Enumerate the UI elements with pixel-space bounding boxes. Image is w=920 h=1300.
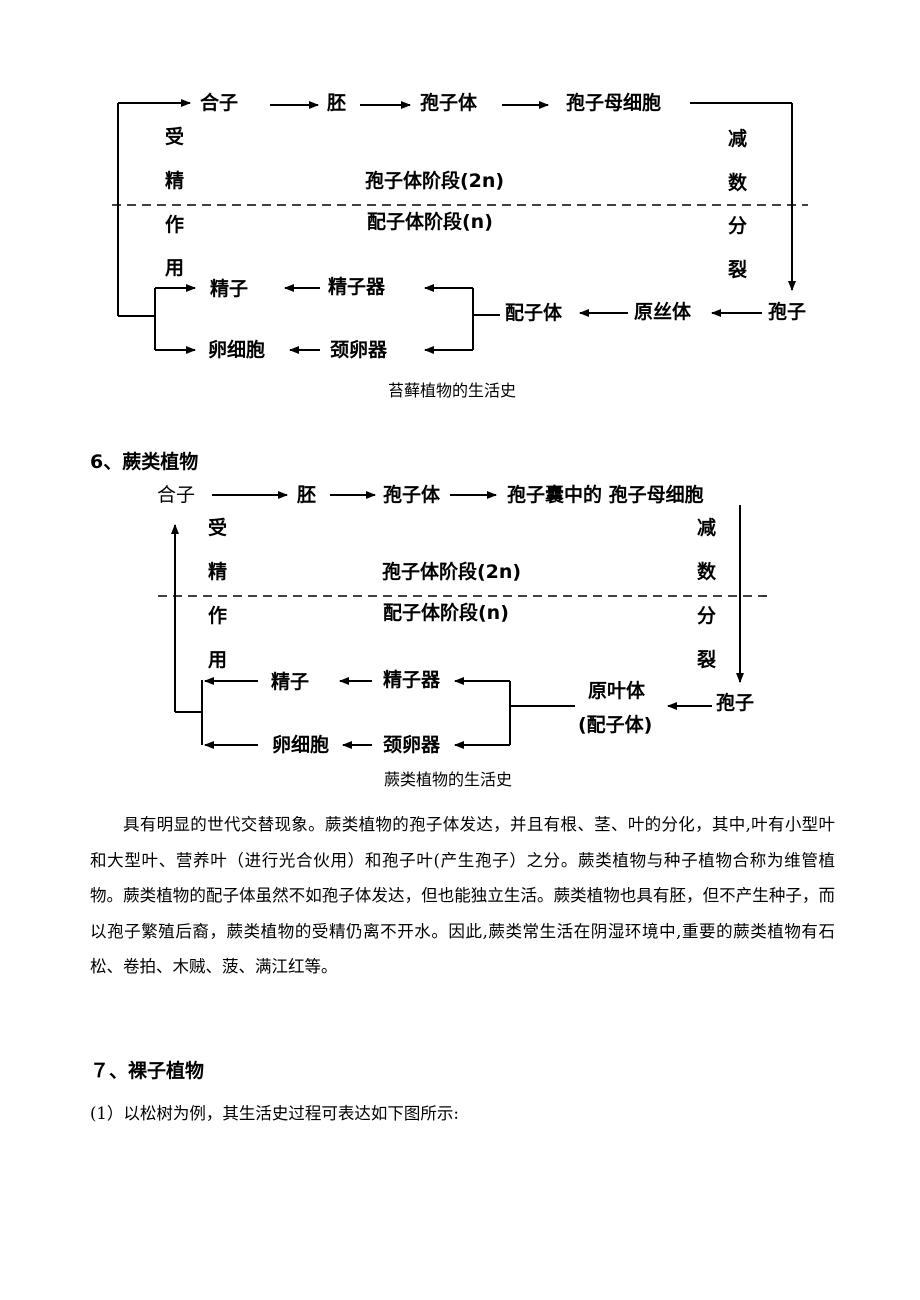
fern-spore: 孢子 [716, 692, 755, 714]
gymnosperm-heading: ７、裸子植物 [90, 1060, 205, 1082]
moss-sperm: 精子 [210, 278, 249, 300]
moss-archegonium: 颈卵器 [330, 339, 388, 361]
moss-meiosis-2: 数 [728, 172, 748, 194]
fern-heading: 6、蕨类植物 [90, 451, 199, 473]
moss-meiosis-4: 裂 [728, 259, 748, 281]
fern-prothallus-note: (配子体) [578, 714, 653, 736]
fern-egg: 卵细胞 [272, 734, 330, 756]
moss-protonema: 原丝体 [634, 301, 692, 323]
gymnosperm-intro-line: (1）以松树为例，其生活史过程可表达如下图所示: [90, 1104, 459, 1123]
moss-embryo: 胚 [327, 92, 347, 114]
moss-gametophyte-stage: 配子体阶段(n) [367, 211, 493, 233]
fern-caption: 蕨类植物的生活史 [384, 770, 513, 789]
fern-archegonium: 颈卵器 [383, 734, 441, 756]
moss-spore: 孢子 [768, 301, 807, 323]
fern-fert-2: 精 [208, 561, 228, 583]
moss-antheridium: 精子器 [328, 276, 386, 298]
fern-prothallus: 原叶体 [588, 680, 646, 702]
fern-fert-4: 用 [208, 649, 228, 671]
fern-sporophyte-stage: 孢子体阶段(2n) [382, 561, 522, 583]
moss-caption: 苔藓植物的生活史 [388, 381, 517, 400]
fern-fert-3: 作 [208, 605, 228, 627]
moss-fert-1: 受 [165, 126, 185, 148]
fern-meiosis-4: 裂 [697, 649, 717, 671]
fern-antheridium: 精子器 [383, 669, 441, 691]
fern-fert-1: 受 [208, 517, 228, 539]
moss-diagram-lines [112, 99, 808, 354]
fern-meiosis-2: 数 [697, 561, 717, 583]
moss-gametophyte: 配子体 [505, 302, 563, 324]
moss-spore-mother-cell: 孢子母细胞 [566, 92, 662, 114]
fern-gametophyte-stage: 配子体阶段(n) [383, 602, 509, 624]
fern-spore-mother-cell: 孢子囊中的 孢子母细胞 [507, 484, 704, 506]
moss-zygote: 合子 [200, 92, 239, 114]
fern-meiosis-1: 减 [697, 517, 717, 539]
moss-fert-3: 作 [165, 214, 185, 236]
fern-meiosis-3: 分 [697, 605, 717, 627]
fern-sperm: 精子 [271, 671, 310, 693]
fern-sporophyte: 孢子体 [383, 484, 441, 506]
moss-egg: 卵细胞 [208, 339, 266, 361]
moss-meiosis-3: 分 [728, 215, 748, 237]
fern-diagram-lines [158, 491, 770, 749]
fern-zygote: 合子 [157, 484, 196, 506]
fern-description-text: 具有明显的世代交替现象。蕨类植物的孢子体发达，并且有根、茎、叶的分化，其中,叶有… [90, 815, 835, 976]
moss-sporophyte-stage: 孢子体阶段(2n) [365, 170, 505, 192]
fern-description: 具有明显的世代交替现象。蕨类植物的孢子体发达，并且有根、茎、叶的分化，其中,叶有… [90, 807, 835, 985]
fern-embryo: 胚 [297, 484, 317, 506]
moss-fert-4: 用 [165, 257, 185, 279]
moss-fert-2: 精 [165, 170, 185, 192]
moss-sporophyte: 孢子体 [420, 92, 478, 114]
moss-meiosis-1: 减 [728, 128, 748, 150]
